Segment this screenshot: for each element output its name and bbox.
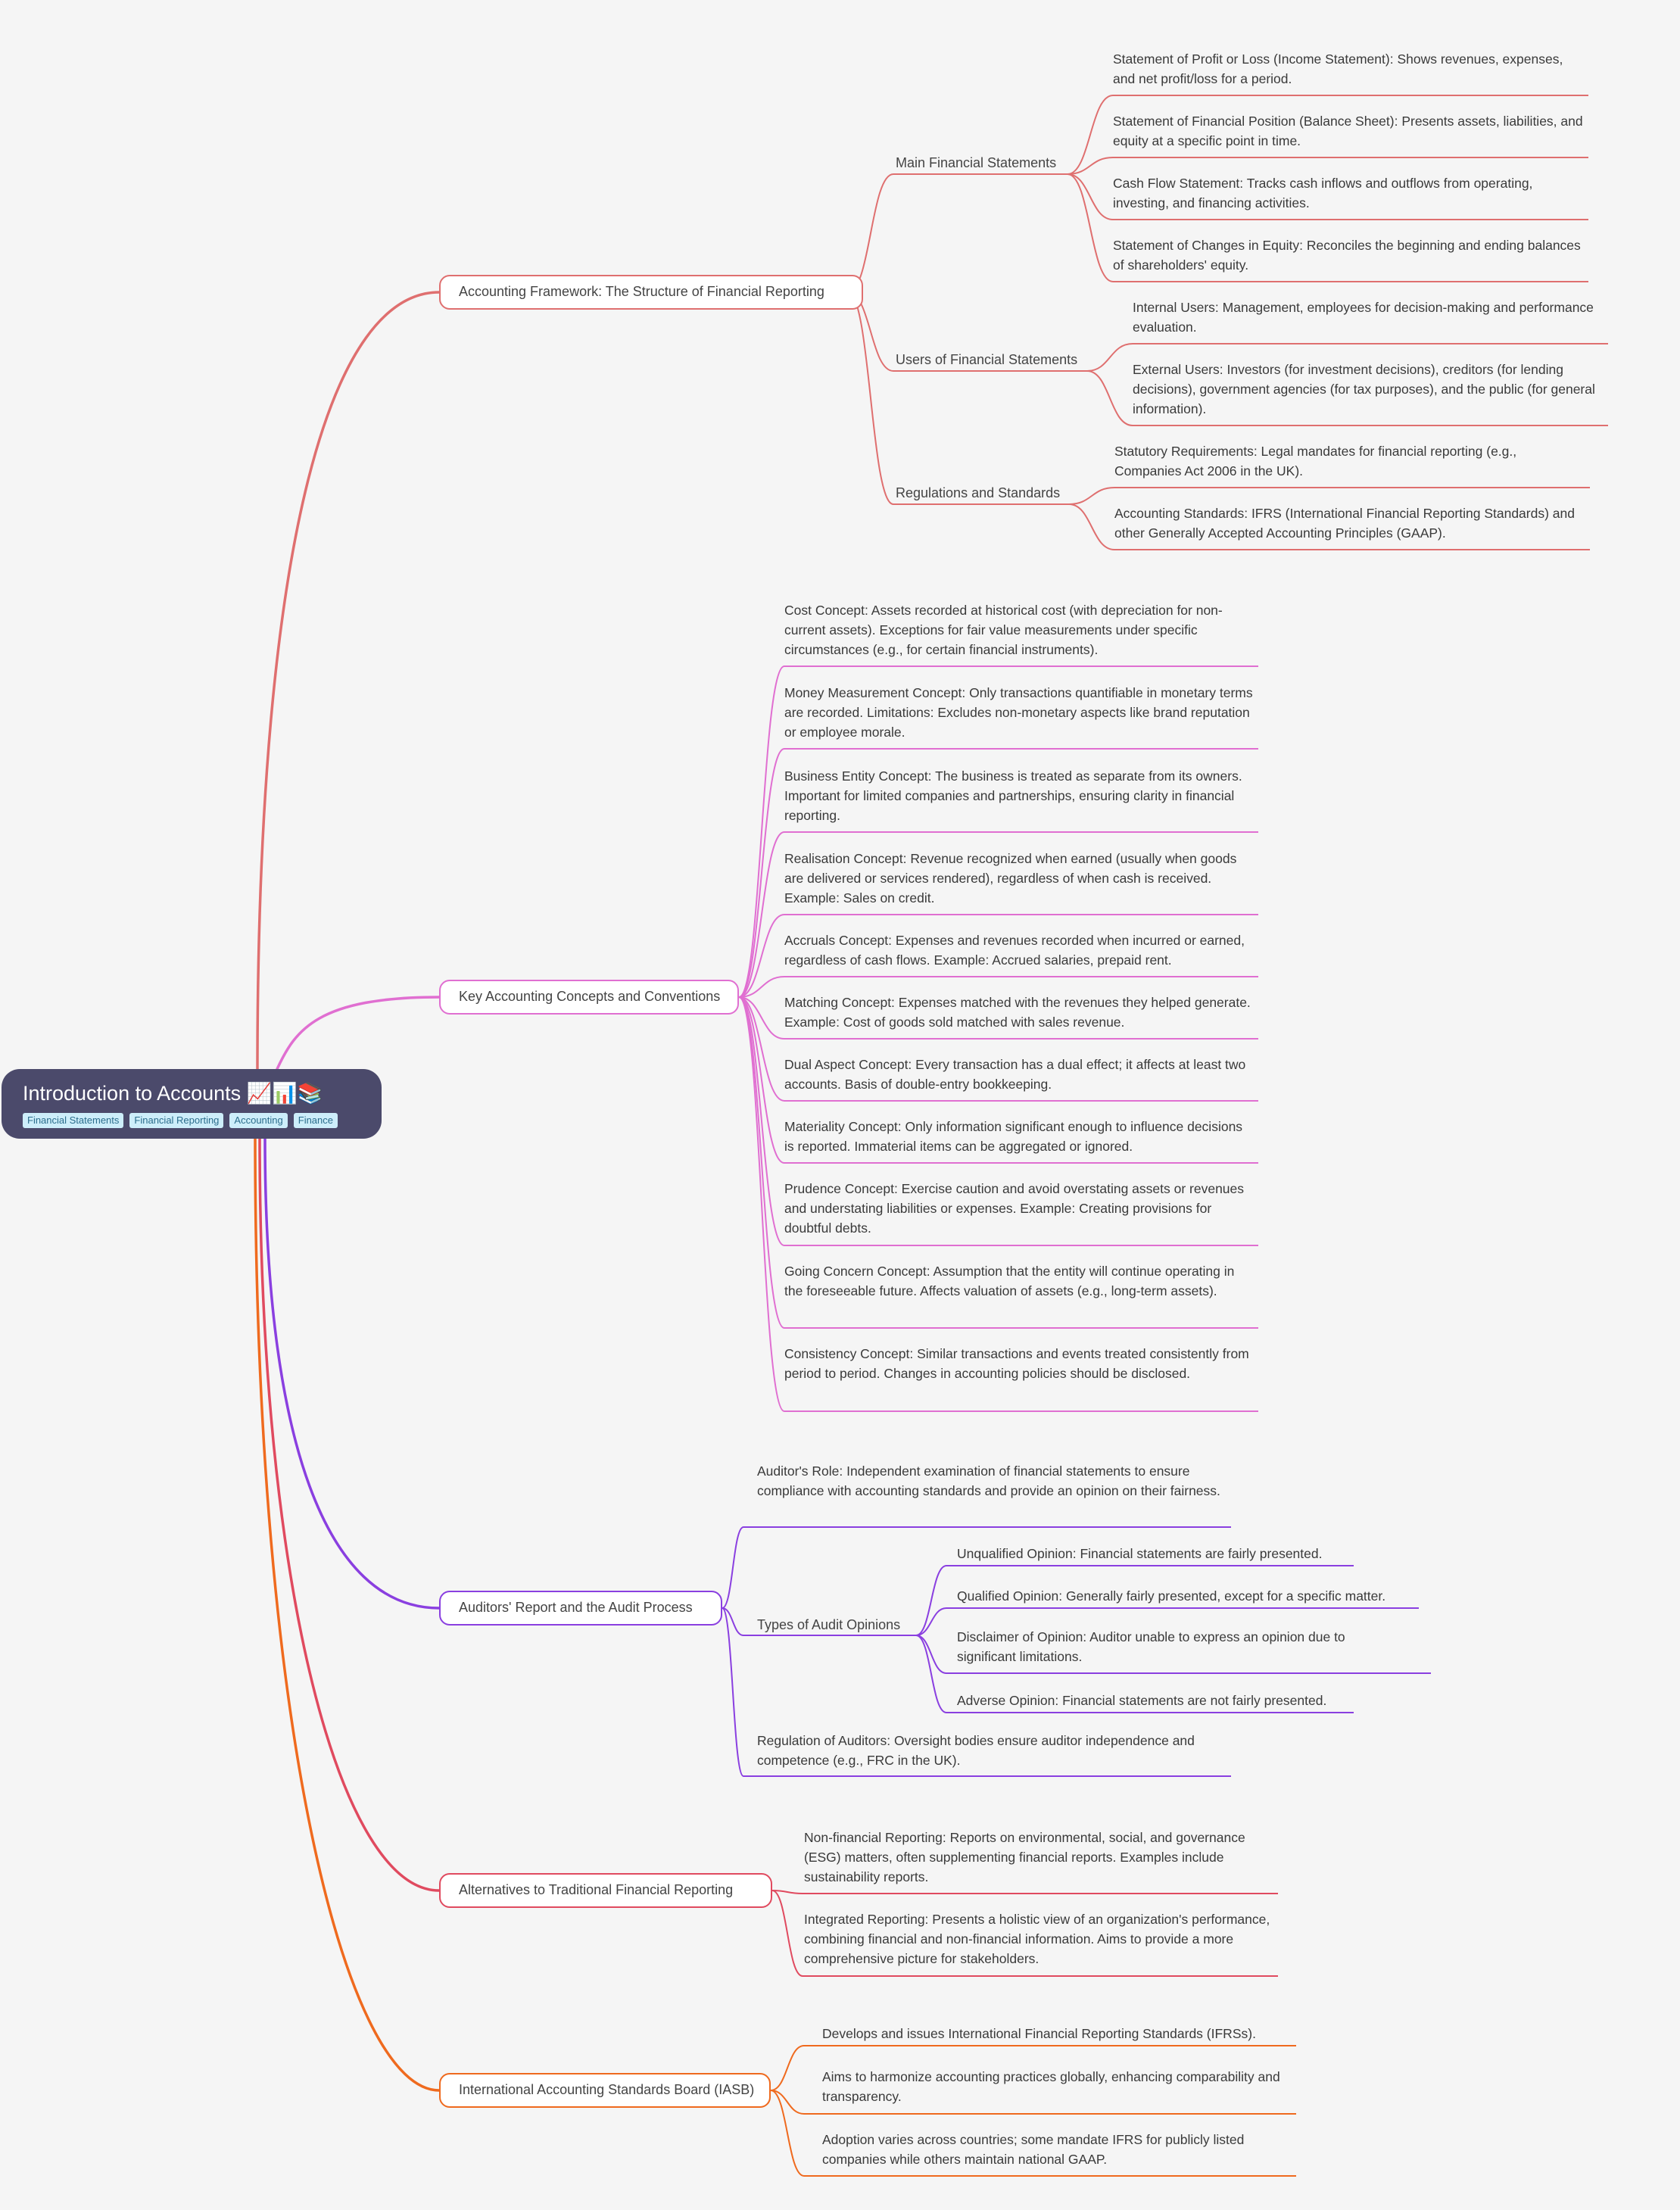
root-title: Introduction to Accounts 📈📊📚 xyxy=(23,1082,323,1105)
branch-alternatives-to-traditional-reporting[interactable]: Alternatives to Traditional Financial Re… xyxy=(439,1873,772,1908)
leaf-realisation-concept[interactable]: Realisation Concept: Revenue recognized … xyxy=(784,851,1237,906)
branch-key-accounting-concepts[interactable]: Key Accounting Concepts and Conventions xyxy=(439,980,739,1015)
leaf-external-users[interactable]: External Users: Investors (for investmen… xyxy=(1133,362,1595,416)
leaf-statutory-requirements[interactable]: Statutory Requirements: Legal mandates f… xyxy=(1114,444,1517,478)
leaf-iasb-develops-ifrs[interactable]: Develops and issues International Financ… xyxy=(822,2026,1256,2041)
leaf-consistency-concept[interactable]: Consistency Concept: Similar transaction… xyxy=(784,1346,1249,1381)
branch-accounting-framework[interactable]: Accounting Framework: The Structure of F… xyxy=(439,275,863,310)
edges-iasb xyxy=(770,2045,1296,2177)
leaf-iasb-adoption-varies[interactable]: Adoption varies across countries; some m… xyxy=(822,2132,1245,2167)
leaf-prudence-concept[interactable]: Prudence Concept: Exercise caution and a… xyxy=(784,1181,1245,1236)
leaf-statement-of-profit-or-loss[interactable]: Statement of Profit or Loss (Income Stat… xyxy=(1113,51,1563,86)
leaf-regulation-of-auditors[interactable]: Regulation of Auditors: Oversight bodies… xyxy=(757,1733,1195,1768)
subtopic-regulations-and-standards[interactable]: Regulations and Standards xyxy=(896,485,1061,500)
edges-auditors xyxy=(722,1526,1431,1777)
leaf-accounting-standards[interactable]: Accounting Standards: IFRS (Internationa… xyxy=(1114,506,1575,541)
leaf-going-concern-concept[interactable]: Going Concern Concept: Assumption that t… xyxy=(784,1264,1235,1298)
edge-root-framework xyxy=(256,291,441,1071)
leaf-cost-concept[interactable]: Cost Concept: Assets recorded at histori… xyxy=(784,603,1223,657)
leaf-dual-aspect-concept[interactable]: Dual Aspect Concept: Every transaction h… xyxy=(784,1057,1246,1092)
edge-root-auditors xyxy=(263,1137,441,1610)
leaf-statement-of-changes-in-equity[interactable]: Statement of Changes in Equity: Reconcil… xyxy=(1113,238,1581,273)
leaf-internal-users[interactable]: Internal Users: Management, employees fo… xyxy=(1133,300,1594,335)
leaf-business-entity-concept[interactable]: Business Entity Concept: The business is… xyxy=(784,768,1242,823)
subtopic-main-financial-statements[interactable]: Main Financial Statements xyxy=(896,155,1057,170)
branch-auditors-report[interactable]: Auditors' Report and the Audit Process xyxy=(439,1591,722,1626)
branch-iasb[interactable]: International Accounting Standards Board… xyxy=(439,2073,771,2108)
root-node[interactable]: Introduction to Accounts 📈📊📚 Financial S… xyxy=(2,1069,382,1139)
leaf-integrated-reporting[interactable]: Integrated Reporting: Presents a holisti… xyxy=(804,1912,1270,1966)
leaf-matching-concept[interactable]: Matching Concept: Expenses matched with … xyxy=(784,995,1251,1030)
leaf-materiality-concept[interactable]: Materiality Concept: Only information si… xyxy=(784,1119,1243,1154)
edge-root-alternatives xyxy=(258,1137,441,1892)
tag-financial-statements[interactable]: Financial Statements xyxy=(23,1113,124,1128)
leaf-qualified-opinion[interactable]: Qualified Opinion: Generally fairly pres… xyxy=(957,1588,1386,1604)
leaf-cash-flow-statement[interactable]: Cash Flow Statement: Tracks cash inflows… xyxy=(1113,176,1533,210)
leaf-unqualified-opinion[interactable]: Unqualified Opinion: Financial statement… xyxy=(957,1546,1323,1561)
root-tags: Financial Statements Financial Reporting… xyxy=(23,1113,360,1128)
subtopic-users-of-financial-statements[interactable]: Users of Financial Statements xyxy=(896,352,1078,367)
edge-root-iasb xyxy=(254,1137,441,2092)
leaf-adverse-opinion[interactable]: Adverse Opinion: Financial statements ar… xyxy=(957,1693,1327,1708)
edges-concepts xyxy=(738,665,1258,1412)
leaf-disclaimer-of-opinion[interactable]: Disclaimer of Opinion: Auditor unable to… xyxy=(957,1629,1345,1664)
leaf-money-measurement-concept[interactable]: Money Measurement Concept: Only transact… xyxy=(784,685,1253,740)
tag-finance[interactable]: Finance xyxy=(293,1113,338,1128)
tag-accounting[interactable]: Accounting xyxy=(229,1113,288,1128)
leaf-statement-of-financial-position[interactable]: Statement of Financial Position (Balance… xyxy=(1113,114,1583,148)
leaf-non-financial-reporting[interactable]: Non-financial Reporting: Reports on envi… xyxy=(804,1830,1245,1884)
leaf-iasb-harmonize-practices[interactable]: Aims to harmonize accounting practices g… xyxy=(822,2069,1280,2104)
edge-root-concepts xyxy=(276,996,441,1071)
tag-financial-reporting[interactable]: Financial Reporting xyxy=(129,1113,224,1128)
leaf-auditors-role[interactable]: Auditor's Role: Independent examination … xyxy=(757,1463,1220,1498)
edges-alternatives xyxy=(771,1890,1278,1977)
leaf-accruals-concept[interactable]: Accruals Concept: Expenses and revenues … xyxy=(784,933,1245,968)
subtopic-types-of-audit-opinions[interactable]: Types of Audit Opinions xyxy=(757,1617,901,1632)
